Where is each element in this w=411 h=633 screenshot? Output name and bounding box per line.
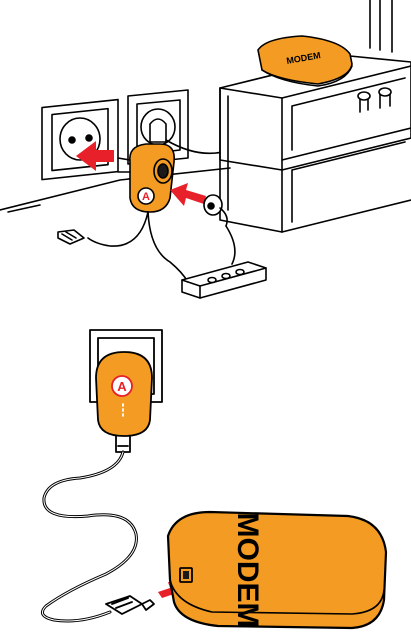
adapter-cable-top xyxy=(148,212,188,282)
adapter-bottom-label: A xyxy=(117,379,127,394)
power-strip xyxy=(182,226,266,298)
modem-bottom: MODEM xyxy=(168,512,386,628)
rj45-plug-top xyxy=(58,230,84,244)
adapter-top-label: A xyxy=(142,191,150,203)
arrow-to-adapter xyxy=(170,183,206,206)
rj45-cable-top xyxy=(88,212,148,246)
adapter-top: A xyxy=(118,144,174,212)
wall-floor-line xyxy=(0,168,230,210)
ethernet-cable-bottom xyxy=(42,452,136,621)
scene-top: MODEM A xyxy=(0,0,411,298)
cabinet xyxy=(220,0,411,232)
adapter-bottom: A xyxy=(96,352,152,452)
wall-socket-left xyxy=(42,100,118,180)
scene-bottom: A MODEM xyxy=(42,330,386,628)
modem-bottom-label: MODEM xyxy=(231,513,264,628)
rj45-plug-bottom xyxy=(106,596,154,614)
